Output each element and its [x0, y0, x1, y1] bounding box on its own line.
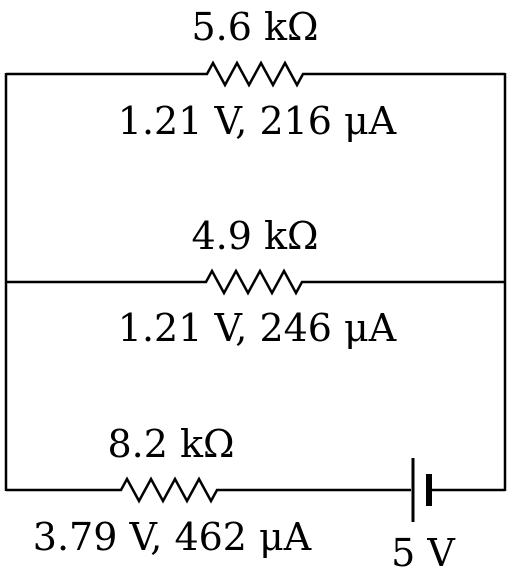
battery-voltage-label: 5 V	[391, 531, 455, 575]
r1-reading-label: 1.21 V, 216 μA	[118, 99, 397, 143]
r1-value-label: 5.6 kΩ	[191, 5, 318, 49]
battery-symbol	[411, 458, 432, 522]
middle-branch-wire	[6, 268, 505, 296]
r3-reading-label: 3.79 V, 462 μA	[33, 515, 312, 559]
r2-reading-label: 1.21 V, 246 μA	[118, 306, 397, 350]
r2-value-label: 4.9 kΩ	[191, 214, 318, 258]
bottom-branch-wire-left	[6, 476, 411, 504]
top-branch-wire	[6, 60, 505, 88]
r3-value-label: 8.2 kΩ	[107, 422, 234, 466]
